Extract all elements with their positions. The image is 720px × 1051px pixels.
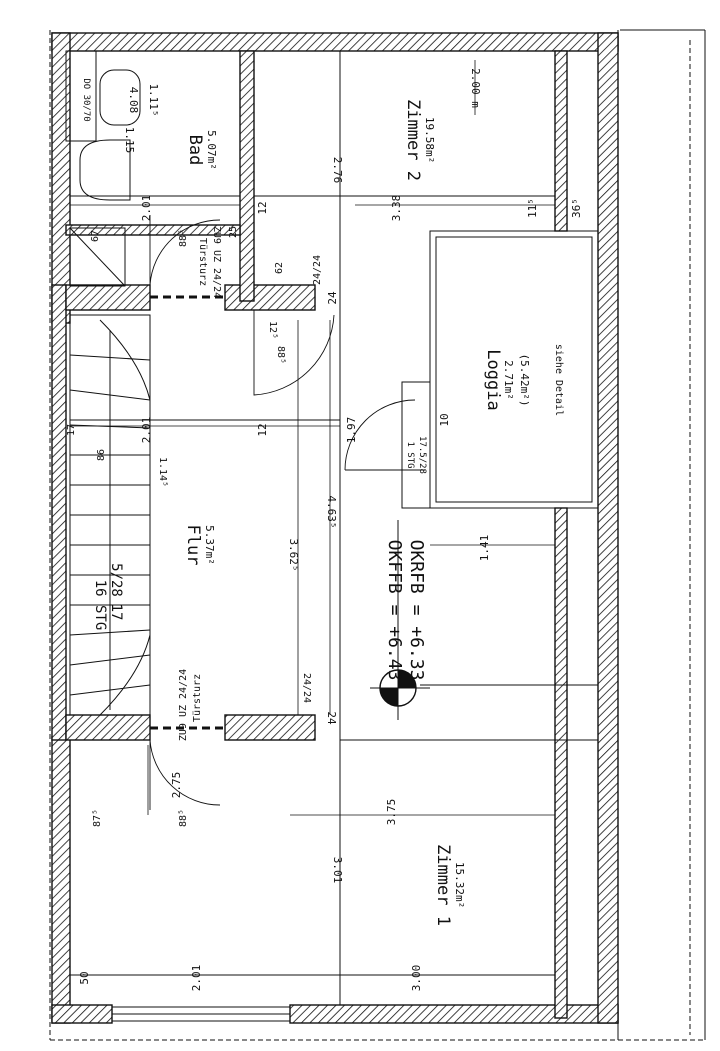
dim-3-01: 3.01 (331, 857, 344, 884)
room-zimmer2-name: Zimmer 2 (403, 99, 423, 181)
dim-24-24-a: 24/24 (312, 255, 323, 285)
room-loggia-area: 2.71m² (502, 360, 515, 400)
dim-62: 62 (274, 262, 285, 274)
dim-88-5-b: 88⁵ (275, 346, 286, 364)
window-bottom (111, 1006, 291, 1022)
bad-fixture-label: DO 30/70 (81, 78, 91, 121)
room-labels: Bad 5.07m² Zimmer 2 19.58m² Loggia 2.71m… (183, 99, 564, 926)
dim-24-a: 24 (326, 291, 339, 305)
dim-12-5: 12⁵ (267, 321, 278, 339)
dim-2-01-b: 2.01 (140, 417, 153, 444)
bad-dim-b: 1.15 (123, 127, 136, 154)
dim-87-5: 87⁵ (92, 809, 103, 827)
lintel-markers (150, 295, 225, 730)
dim-2-01-c: 2.01 (190, 965, 203, 992)
dim-36-5: 36⁵ (570, 198, 583, 218)
room-flur-area: 5.37m² (203, 525, 216, 565)
loggia-step-count: 1 STG (405, 441, 415, 468)
dim-10: 10 (438, 413, 451, 426)
room-flur-name: Flur (183, 525, 203, 566)
level-okrfb: OKRFB = +6.33 (406, 540, 427, 681)
dim-1-97: 1.97 (345, 417, 358, 444)
stair-ratio-frac: 5/28 (108, 563, 124, 597)
dim-25: 25 (228, 226, 239, 238)
loggia-step-ratio: 17.5/28 (417, 436, 427, 474)
dim-24-b: 24 (325, 711, 338, 725)
dim-2-75: 2.75 (170, 772, 183, 799)
stair-ratio-top: 17 (108, 604, 124, 621)
bathroom-labels: DO 30/70 1.11⁵ 1.15 4.08 (81, 78, 160, 153)
room-zimmer1-name: Zimmer 1 (433, 844, 453, 926)
room-loggia-note: siehe Detail (553, 344, 564, 416)
dim-4-63-5: 4.63⁵ (325, 495, 338, 528)
room-loggia-area-total: (5.42m²) (518, 354, 531, 407)
dim-3-62-5: 3.62⁵ (287, 538, 300, 571)
dim-2-01-a: 2.01 (140, 195, 153, 222)
dim-3-38: 3.38 (390, 195, 403, 222)
dim-24-24-b: 24/24 (301, 673, 312, 703)
room-bad-area: 5.07m² (205, 130, 218, 170)
dim-1-41: 1.41 (478, 535, 491, 562)
dimension-labels: 2.00 m 2.76 2.01 12 3.38 11⁵ 36⁵ 67 88⁵ … (66, 68, 583, 991)
level-labels: OKFFB = +6.43 OKRFB = +6.33 (384, 540, 427, 681)
dim-12-b: 12 (256, 423, 269, 436)
lintel-upper-label: Türsturz (197, 238, 208, 286)
lintel-labels: Türsturz ZU9 UZ 24/24 Türsturz ZU9 UZ 24… (178, 226, 222, 741)
door-swings (149, 215, 425, 810)
dim-1-14-5: 1.14⁵ (157, 457, 168, 487)
lintel-upper-code: ZU9 UZ 24/24 (211, 226, 222, 298)
dim-88-5-a: 88⁵ (178, 229, 189, 247)
lintel-lower-code: ZU9 UZ 24/24 (178, 669, 189, 741)
dim-11-5: 11⁵ (526, 198, 539, 218)
dim-67: 67 (90, 230, 101, 242)
bad-dim-a: 1.11⁵ (147, 83, 160, 116)
dim-3-00: 3.00 (410, 965, 423, 992)
dim-2-00m: 2.00 m (469, 68, 482, 108)
dim-17: 17 (66, 424, 77, 436)
dim-12-a: 12 (256, 201, 269, 214)
stair-labels: 16 STG 17 5/28 1 STG 17.5/28 (92, 436, 427, 630)
dimension-lines (70, 60, 555, 976)
stair-steps: 16 STG (92, 580, 108, 631)
dim-3-75: 3.75 (385, 799, 398, 826)
staircase (69, 314, 151, 716)
bathroom-fixtures (65, 50, 141, 287)
room-loggia-name: Loggia (483, 349, 503, 410)
room-bad-name: Bad (185, 135, 205, 166)
loggia-area (401, 230, 599, 509)
dim-88-5-c: 88⁵ (178, 809, 189, 827)
dim-50: 50 (78, 971, 91, 984)
dim-2-76: 2.76 (331, 157, 344, 184)
lintel-lower-label: Türsturz (192, 674, 203, 722)
bad-dim-c: 4.08 (127, 87, 140, 114)
level-okffb: OKFFB = +6.43 (384, 540, 405, 681)
dim-86: 86 (96, 449, 107, 461)
room-zimmer1-area: 15.32m² (453, 862, 466, 908)
exterior-walls (51, 32, 619, 1024)
room-zimmer2-area: 19.58m² (423, 117, 436, 163)
level-marker-symbol (370, 520, 430, 720)
